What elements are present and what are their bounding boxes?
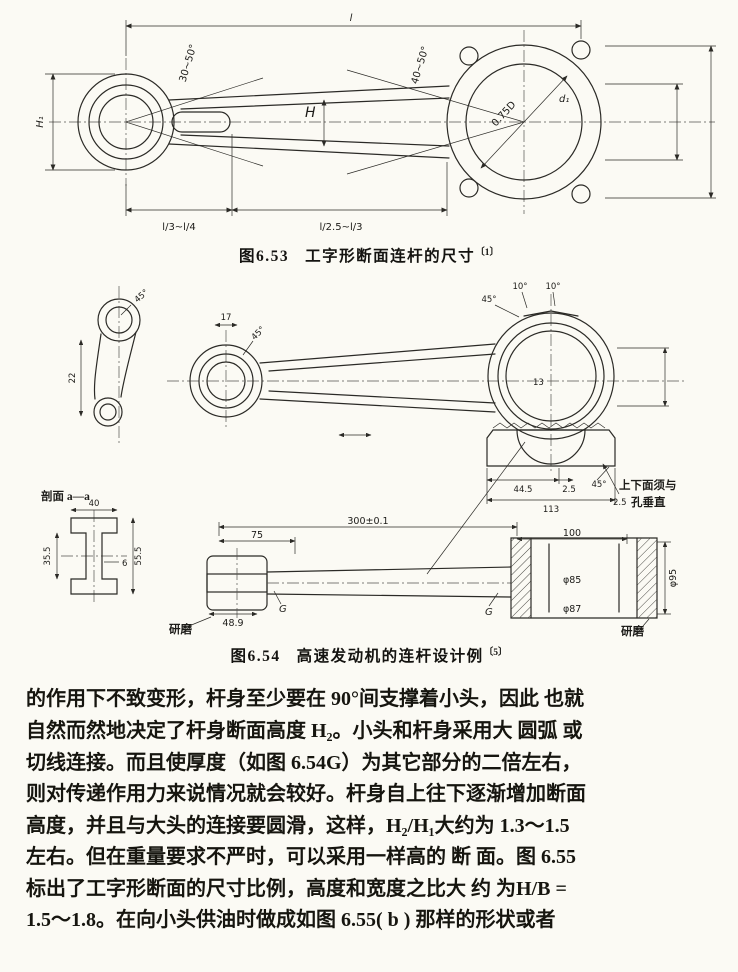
dim-label-2-5-cap: 2.5 — [562, 485, 576, 495]
dia-label-87: φ87 — [563, 604, 581, 615]
body-line-1: 的作用下不致变形，杆身至少要在 90°间支撑着小头，因此 也就 — [26, 688, 584, 711]
dim-label-sec-40: 40 — [89, 499, 100, 509]
dim-label-300: 300±0.1 — [347, 516, 388, 527]
dia-label-85: φ85 — [563, 575, 581, 586]
body-line-6: 左右。但在重量要求不严时，可以采用一样高的 断 面。图 6.55 — [26, 846, 576, 869]
g-label-left: G — [279, 604, 287, 615]
body-line-5: 高度，并且与大头的连接要圆滑，这样，H₂/H₁大约为 1.3～1.5 — [26, 814, 570, 837]
dia-label-95: φ95 — [668, 569, 679, 587]
figure-653-caption: 图6.53 工字形断面连杆的尺寸〔1〕 — [0, 244, 738, 266]
figure-654-caption-title: 高速发动机的连杆设计例 — [296, 648, 484, 666]
dim-label-100: 100 — [563, 528, 581, 539]
figure-654: 45° 22 — [0, 278, 738, 666]
fig2-end-view — [78, 286, 141, 447]
figure-653: l 30~50° 40~50° H H₁ 0.75D d₁ l/3~l/4 l/… — [0, 4, 738, 266]
body-line-3: 切线连接。而且使厚度（如图 6.54G）为其它部分的二倍左右， — [26, 751, 582, 774]
figure-653-caption-label: 图6.53 — [239, 248, 290, 266]
dim-label-13: 13 — [533, 378, 544, 388]
dim-label-113: 113 — [543, 505, 559, 515]
dim-label-angle-big-end: 40~50° — [410, 45, 432, 85]
dim-label-overall-length: l — [350, 13, 353, 24]
dim-label-45-cap: 45° — [591, 480, 606, 490]
note-perpendicular-line1: 上下面须与 — [619, 478, 677, 492]
fig1-rod-outline — [77, 40, 602, 204]
dim-label-10-b: 10° — [545, 282, 560, 292]
fig2-elevation — [188, 522, 671, 627]
dim-label-big-bore-dia: d₁ — [559, 94, 569, 105]
dim-label-45-big-end: 45° — [481, 295, 496, 305]
dim-label-sec-35-5: 35.5 — [43, 547, 53, 566]
grind-label-right: 研磨 — [621, 624, 644, 638]
section-aa-title: 剖面 a—a — [41, 489, 90, 503]
fig1-dimensions — [45, 20, 716, 216]
dim-label-small-end-height: H₁ — [35, 116, 46, 128]
body-text: 的作用下不致变形，杆身至少要在 90°间支撑着小头，因此 也就 自然而然地决定了… — [26, 684, 712, 937]
note-perpendicular-line2: 孔垂直 — [631, 495, 666, 509]
fig1-centerlines — [49, 30, 715, 214]
figure-653-caption-ref: 〔1〕 — [475, 248, 499, 258]
figure-653-caption-title: 工字形断面连杆的尺寸 — [305, 248, 476, 266]
figure-654-caption-ref: 〔5〕 — [483, 648, 508, 659]
dim-label-frac-left: l/3~l/4 — [162, 222, 195, 233]
dim-label-sec-55-5: 55.5 — [134, 547, 144, 566]
dim-label-75: 75 — [251, 530, 263, 541]
dim-label-45-left-view: 45° — [133, 288, 151, 305]
dim-label-10-a: 10° — [512, 282, 527, 292]
body-line-2: 自然而然地决定了杆身断面高度 H₂。小头和杆身采用大 圆弧 或 — [26, 719, 583, 742]
body-line-7: 标出了工字形断面的尺寸比例，高度和宽度之比大 约 为H/B = — [26, 877, 567, 900]
dim-label-45-small-end: 45° — [250, 325, 268, 343]
note-perpendicular-dim: 2.5 — [613, 498, 627, 508]
figure-654-caption: 图6.54 高速发动机的连杆设计例〔5〕 — [0, 644, 738, 666]
body-line-4: 则对传递作用力来说情况就会较好。杆身自上往下逐渐增加断面 — [26, 783, 586, 806]
dim-label-sec-6: 6 — [122, 559, 127, 569]
grind-label-left: 研磨 — [169, 622, 192, 636]
dim-label-22: 22 — [68, 373, 78, 384]
dim-label-shaft-height: H — [305, 105, 316, 121]
dim-label-48-9: 48.9 — [222, 618, 243, 629]
figure-653-drawing: l 30~50° 40~50° H H₁ 0.75D d₁ l/3~l/4 l/… — [35, 13, 716, 233]
figure-654-drawing: 45° 22 — [41, 282, 687, 638]
fig2-top-view — [167, 292, 687, 575]
dim-label-44-5: 44.5 — [514, 485, 533, 495]
g-label-right: G — [485, 607, 493, 618]
figure-654-caption-label: 图6.54 — [230, 648, 281, 666]
body-line-8: 1.5～1.8。在向小头供油时做成如图 6.55( b ) 那样的形状或者 — [26, 909, 556, 932]
dim-label-angle-small-end: 30~50° — [178, 43, 200, 83]
dim-label-17: 17 — [221, 313, 232, 323]
dim-label-frac-mid: l/2.5~l/3 — [320, 222, 363, 233]
fig2-section-aa — [54, 507, 136, 603]
